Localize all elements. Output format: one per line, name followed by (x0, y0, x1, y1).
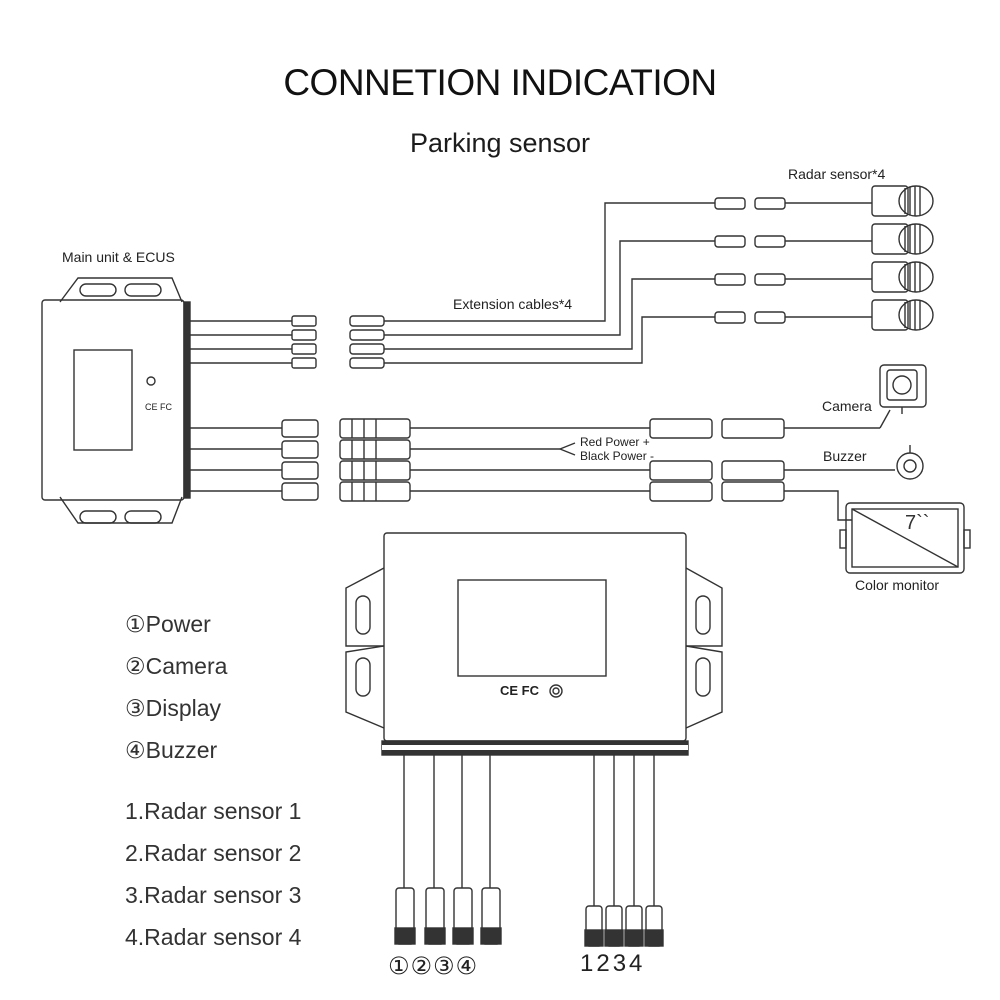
small-unit-bottom-cables (190, 419, 319, 501)
camera-device (879, 364, 927, 414)
large-unit-right-cables (584, 755, 664, 947)
legend-item: 2.Radar sensor 2 (125, 840, 302, 866)
svg-text:CE FC: CE FC (145, 402, 173, 412)
radar-sensors (714, 185, 934, 331)
extension-aviation-cables (339, 409, 895, 521)
port-labels-left: ①②③④ (388, 953, 479, 980)
legend-item: ②Camera (125, 653, 228, 679)
legend-item: ①Power (125, 611, 211, 637)
label-camera: Camera (822, 398, 872, 414)
svg-text:CE FC: CE FC (500, 683, 540, 698)
main-unit-large: CE FC (345, 532, 723, 756)
label-extension-cables: Extension cables*4 (453, 296, 573, 312)
legend-item: ④Buzzer (125, 737, 218, 763)
extension-cables (349, 202, 715, 369)
label-red-power: Red Power + (580, 435, 650, 449)
large-unit-left-cables (394, 755, 502, 945)
port-labels-right: 1234 (580, 950, 646, 977)
buzzer-device (896, 445, 924, 480)
legend-item: 4.Radar sensor 4 (125, 924, 302, 950)
page-subtitle: Parking sensor (409, 128, 591, 158)
label-main-unit: Main unit & ECUS (62, 249, 175, 265)
main-unit-small: CE FC (41, 277, 191, 524)
page-title: CONNETION INDICATION (283, 62, 717, 103)
small-unit-top-cables (190, 315, 317, 369)
label-buzzer: Buzzer (823, 448, 867, 464)
label-radar-sensor: Radar sensor*4 (788, 166, 886, 182)
legend-item: 3.Radar sensor 3 (125, 882, 302, 908)
label-color-monitor: Color monitor (855, 577, 940, 593)
label-black-power: Black Power - (580, 449, 655, 463)
color-monitor-device (839, 502, 971, 574)
legend-item: ③Display (125, 695, 222, 721)
monitor-screen-text: 7`` (905, 512, 930, 534)
legend-item: 1.Radar sensor 1 (125, 798, 302, 824)
